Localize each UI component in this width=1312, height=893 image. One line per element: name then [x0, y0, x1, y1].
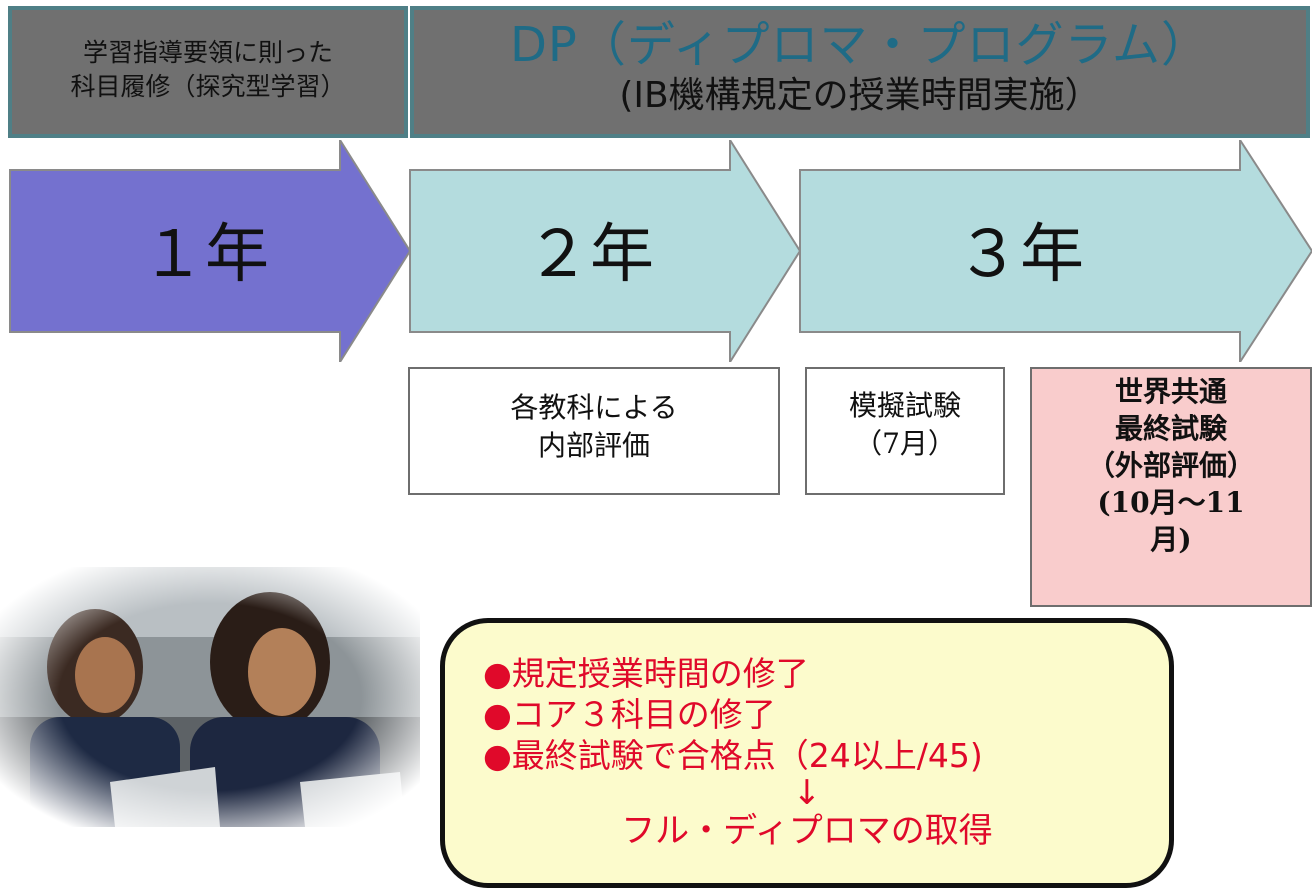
header-left-line1: 学習指導要領に則った	[82, 38, 333, 67]
header-left-line2: 科目履修（探究型学習）	[70, 72, 346, 101]
year-2-label: ２年	[526, 218, 654, 292]
mock-exam-box: 模擬試験 （7月）	[805, 367, 1005, 495]
year-2-arrow	[409, 140, 802, 362]
dp-subtitle: (IB機構規定の授業時間実施）	[619, 75, 1101, 116]
year-3-arrow	[799, 140, 1312, 362]
full-diploma-result: フル・ディプロマの取得	[621, 811, 993, 851]
final-exam-box: 世界共通 最終試験 （外部評価） (10月～11 月)	[1030, 367, 1312, 607]
header-left-box: 学習指導要領に則った 科目履修（探究型学習）	[8, 6, 408, 138]
final-line4: (10月～11	[1097, 486, 1245, 519]
requirement-item: ●最終試験で合格点（24以上/45)	[483, 736, 983, 775]
year-1-arrow	[9, 140, 412, 362]
requirement-item: ●コア３科目の修了	[483, 695, 776, 734]
mock-line1: 模擬試験	[848, 389, 961, 422]
diploma-requirements-box: ●規定授業時間の修了 ●コア３科目の修了 ●最終試験で合格点（24以上/45) …	[440, 618, 1174, 888]
down-arrow-icon: ↓	[792, 773, 822, 813]
final-line1: 世界共通	[1114, 375, 1227, 408]
internal-assessment-box: 各教科による 内部評価	[408, 367, 780, 495]
dp-title: DP（ディプロマ・プログラム）	[509, 17, 1211, 73]
internal-line1: 各教科による	[510, 391, 678, 424]
year-arrows	[9, 140, 1312, 362]
year-3-label: ３年	[956, 218, 1084, 292]
classroom-students-photo	[0, 567, 420, 827]
internal-line2: 内部評価	[537, 429, 650, 462]
final-line3: （外部評価）	[1086, 449, 1255, 482]
mock-line2: （7月）	[854, 427, 956, 460]
final-line5: 月)	[1150, 523, 1192, 556]
year-1-label: １年	[141, 218, 269, 292]
final-line2: 最終試験	[1114, 412, 1227, 445]
dp-header-box: DP（ディプロマ・プログラム） (IB機構規定の授業時間実施）	[410, 6, 1310, 138]
requirement-item: ●規定授業時間の修了	[483, 654, 809, 693]
